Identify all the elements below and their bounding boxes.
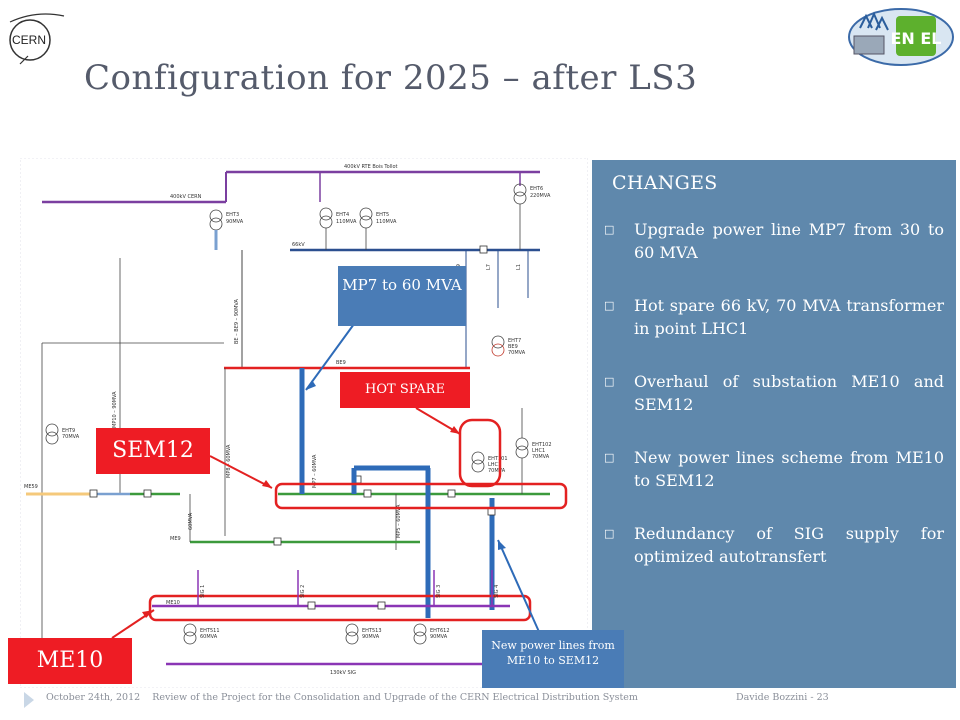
callout-me10: ME10 (8, 638, 132, 684)
svg-text:MP10 – 90MVA: MP10 – 90MVA (112, 391, 118, 428)
svg-text:ME59: ME59 (24, 484, 38, 490)
footer-triangle-icon (22, 690, 36, 714)
svg-text:EHT612: EHT612 (430, 628, 450, 634)
cern-logo: CERN (6, 8, 68, 70)
hot-spare-highlight (458, 418, 502, 488)
transformer-eht7: EHT7 BE9 70MVA (491, 335, 526, 357)
transformer-eht9: EHT9 70MVA (45, 423, 80, 445)
cern-400kv-label: 400kV CERN (170, 194, 202, 200)
callout-hot-spare: HOT SPARE (340, 372, 470, 408)
svg-text:70MVA: 70MVA (508, 350, 526, 356)
change-item-text: Overhaul of substation ME10 and SEM12 (634, 372, 944, 414)
square-bullet-icon: □ (604, 375, 615, 388)
square-bullet-icon: □ (604, 451, 615, 464)
svg-text:EHT9: EHT9 (62, 428, 75, 434)
footer-date: October 24th, 2012 (46, 692, 141, 703)
svg-text:MP7 – 60MVA: MP7 – 60MVA (312, 454, 318, 488)
svg-text:MP5 – 60MVA: MP5 – 60MVA (396, 504, 402, 538)
square-bullet-icon: □ (604, 527, 615, 540)
svg-text:EHT6: EHT6 (530, 186, 543, 192)
callout-mp7: MP7 to 60 MVA (338, 266, 466, 326)
svg-text:70MVA: 70MVA (62, 434, 80, 440)
change-item: □ Upgrade power line MP7 from 30 to 60 M… (604, 218, 944, 264)
enel-logo: EN EL (846, 6, 956, 68)
svg-text:EHT101: EHT101 (488, 456, 508, 462)
svg-text:EHT3: EHT3 (226, 212, 239, 218)
changes-panel: CHANGES □ Upgrade power line MP7 from 30… (592, 160, 956, 688)
footer-author-page: Davide Bozzini - 23 (736, 692, 829, 703)
svg-text:130kV SIG: 130kV SIG (330, 670, 356, 676)
transformer-eht101: EHT101 LHC1 70MVA (471, 451, 508, 474)
transformer-eht612: EHT612 90MVA (413, 623, 450, 645)
sem12-highlight (274, 482, 568, 510)
transformer-eht511: EHT511 60MVA (183, 623, 220, 645)
change-item: □ New power lines scheme from ME10 to SE… (604, 446, 944, 492)
svg-text:60MVA: 60MVA (188, 512, 194, 530)
svg-text:L7: L7 (486, 264, 492, 270)
svg-text:EHT5: EHT5 (376, 212, 389, 218)
change-item-text: Redundancy of SIG supply for optimized a… (634, 524, 944, 566)
svg-text:EHT4: EHT4 (336, 212, 349, 218)
svg-text:90MVA: 90MVA (226, 219, 244, 225)
svg-text:BE9: BE9 (336, 360, 346, 366)
change-item-text: Hot spare 66 kV, 70 MVA transformer in p… (634, 296, 944, 338)
svg-text:SIG 1: SIG 1 (200, 585, 206, 598)
sem12-arrow (209, 455, 273, 489)
footer-description: Review of the Project for the Consolidat… (152, 692, 638, 703)
svg-text:70MVA: 70MVA (488, 468, 506, 474)
svg-text:110MVA: 110MVA (376, 219, 397, 225)
svg-text:70MVA: 70MVA (532, 454, 550, 460)
page-title: Configuration for 2025 – after LS3 (84, 58, 698, 98)
svg-text:MP8 – 60MVA: MP8 – 60MVA (226, 444, 232, 478)
svg-text:SIG 2: SIG 2 (300, 585, 306, 598)
square-bullet-icon: □ (604, 299, 615, 312)
svg-text:BE – BE9 – 90MVA: BE – BE9 – 90MVA (234, 299, 240, 344)
change-item: □ Hot spare 66 kV, 70 MVA transformer in… (604, 294, 944, 340)
rte-400kv-label: 400kV RTE Bois Tollot (344, 164, 398, 170)
svg-text:SIG 4: SIG 4 (494, 585, 500, 598)
electrical-diagram: 400kV RTE Bois Tollot 400kV CERN EHT3 90… (20, 158, 588, 688)
svg-text:EHT102: EHT102 (532, 442, 552, 448)
me10-highlight (148, 594, 532, 622)
svg-text:60MVA: 60MVA (200, 634, 218, 640)
square-bullet-icon: □ (604, 223, 615, 236)
svg-text:90MVA: 90MVA (430, 634, 448, 640)
svg-text:EHT513: EHT513 (362, 628, 382, 634)
mp7-arrow (305, 323, 355, 391)
enel-logo-text: EN EL (890, 29, 941, 48)
svg-text:ME9: ME9 (170, 536, 181, 542)
svg-text:110MVA: 110MVA (336, 219, 357, 225)
changes-heading: CHANGES (612, 172, 718, 194)
new-lines-arrow (497, 539, 541, 635)
diagram-svg: 400kV RTE Bois Tollot 400kV CERN EHT3 90… (20, 158, 588, 688)
breaker-66kv (479, 245, 488, 254)
svg-text:90MVA: 90MVA (362, 634, 380, 640)
svg-text:ME10: ME10 (166, 600, 180, 606)
svg-text:66kV: 66kV (292, 242, 305, 248)
svg-text:EHT511: EHT511 (200, 628, 220, 634)
cern-logo-text: CERN (12, 33, 46, 47)
svg-text:EHT7: EHT7 (508, 338, 521, 344)
svg-text:LHC1: LHC1 (488, 462, 501, 468)
svg-text:L1: L1 (516, 264, 522, 270)
change-item-text: Upgrade power line MP7 from 30 to 60 MVA (634, 220, 944, 262)
callout-new-lines: New power lines from ME10 to SEM12 (482, 630, 624, 688)
transformer-eht513: EHT513 90MVA (345, 623, 382, 645)
callout-sem12: SEM12 (96, 428, 210, 474)
change-item: □ Redundancy of SIG supply for optimized… (604, 522, 944, 568)
svg-text:BE9: BE9 (508, 344, 518, 350)
footer-text: October 24th, 2012 Review of the Project… (46, 692, 638, 703)
change-item: □ Overhaul of substation ME10 and SEM12 (604, 370, 944, 416)
svg-text:LHC1: LHC1 (532, 448, 545, 454)
svg-text:220MVA: 220MVA (530, 193, 551, 199)
change-item-text: New power lines scheme from ME10 to SEM1… (634, 448, 944, 490)
svg-text:SIG 3: SIG 3 (436, 585, 442, 598)
